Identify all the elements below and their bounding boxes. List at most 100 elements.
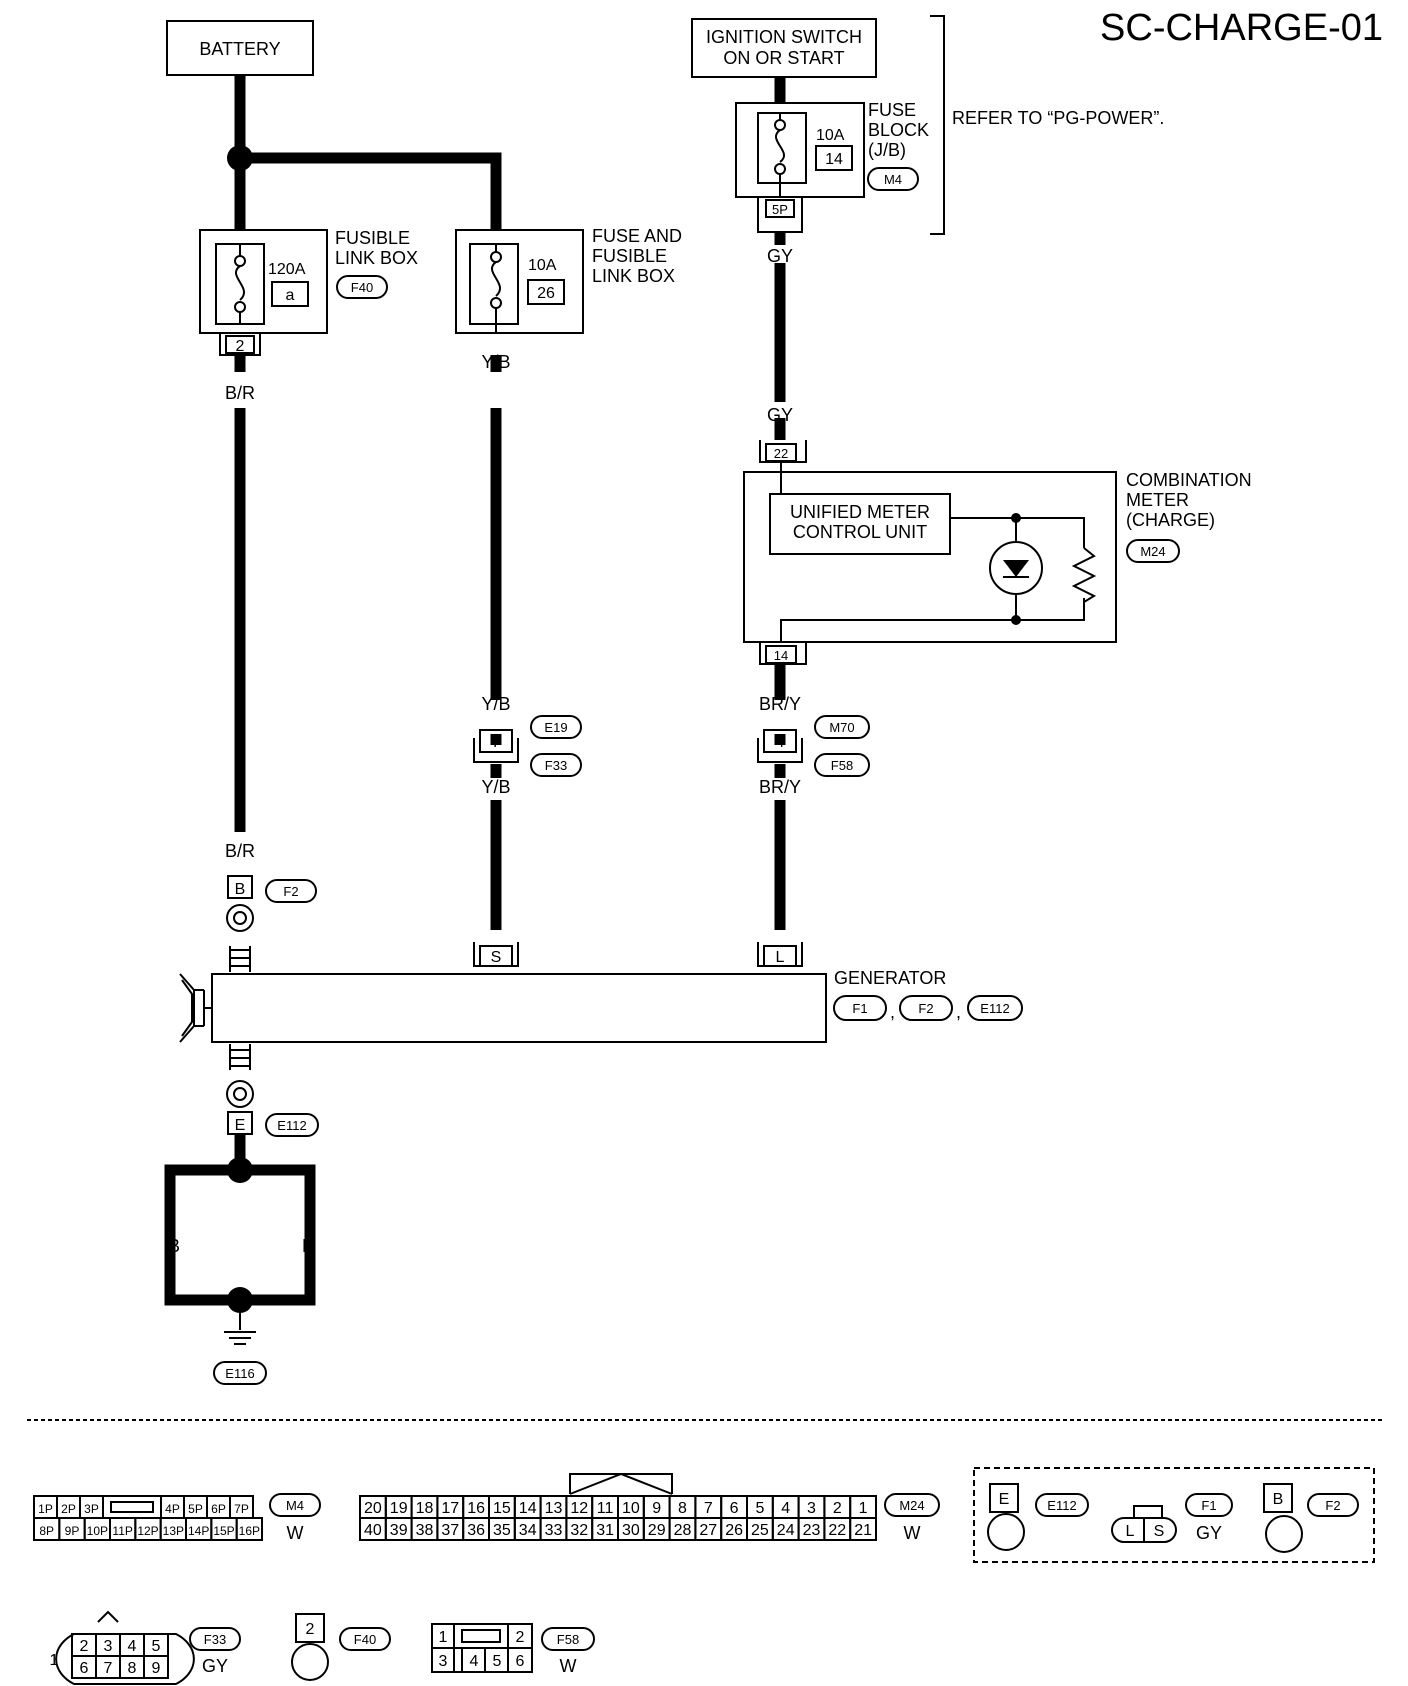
connector-pin: 25 [751, 1522, 769, 1539]
connector-pin: 40 [364, 1522, 382, 1539]
f2-pin: B [1273, 1491, 1284, 1508]
meter-label-2: METER [1126, 490, 1189, 510]
connector-pin: 9 [152, 1660, 161, 1677]
wire-color-yb-top: Y/B [481, 352, 510, 372]
fuse-block-label-2: BLOCK [868, 120, 929, 140]
connector-pin: 38 [416, 1522, 434, 1539]
refer-note: REFER TO “PG-POWER”. [952, 108, 1164, 128]
connector-pin: 29 [648, 1522, 666, 1539]
ground: B B E116 [168, 1134, 314, 1385]
f58-name: F58 [557, 1632, 579, 1647]
fuse-letter: a [286, 287, 295, 304]
connector-pin: 4 [128, 1638, 137, 1655]
connector-view-f40: 2 F40 [291, 1613, 391, 1681]
generator: B F2 S L E E112 GENERATOR F1 , F2 , E112 [179, 875, 1023, 1137]
connector-pin: 12P [137, 1524, 158, 1538]
generator-terminal-l: L [776, 949, 785, 966]
meter-label-1: COMBINATION [1126, 470, 1252, 490]
f58-pin-4: 4 [470, 1653, 479, 1670]
connector-pin: 7P [234, 1502, 249, 1516]
f33-color: GY [202, 1656, 228, 1676]
connector-pin: 19 [390, 1500, 408, 1517]
connector-pin: 39 [390, 1522, 408, 1539]
wire-color-gy-bottom: GY [767, 405, 793, 425]
fuse-block-terminal: 5P [772, 202, 788, 217]
joint-yb-conn-b: F33 [545, 758, 567, 773]
fuse-fusible-label-3: LINK BOX [592, 266, 675, 286]
m4-color: W [287, 1523, 304, 1543]
connector-pin: 4P [165, 1502, 180, 1516]
fuse-block-rating: 10A [816, 127, 845, 144]
meter-connector: M24 [1140, 544, 1165, 559]
connector-pin: 30 [622, 1522, 640, 1539]
generator-terminal-b-conn: F2 [283, 884, 298, 899]
connector-view-f2: B F2 [1263, 1483, 1359, 1553]
diagram-title: SC-CHARGE-01 [1100, 7, 1383, 49]
connector-pin: 8P [39, 1524, 54, 1538]
connector-pin: 16 [467, 1500, 485, 1517]
meter-terminal-top: 22 [774, 446, 788, 461]
fusible-terminal: 2 [236, 338, 245, 355]
connector-pin: 7 [104, 1660, 113, 1677]
connector-pin: 8 [678, 1500, 687, 1517]
f58-pin-1: 1 [439, 1629, 448, 1646]
fuse-block-label-1: FUSE [868, 100, 916, 120]
fuse-and-fusible-link-box: 10A 26 FUSE AND FUSIBLE LINK BOX [455, 226, 682, 334]
e112-pin: E [999, 1491, 1010, 1508]
connector-pin: 15 [493, 1500, 511, 1517]
meter-terminal-bottom: 14 [774, 648, 788, 663]
connector-pin: 7 [704, 1500, 713, 1517]
connector-pin: 24 [777, 1522, 795, 1539]
f40-pin: 2 [306, 1621, 315, 1638]
fuse-fusible-label-1: FUSE AND [592, 226, 682, 246]
connector-pin: 3P [84, 1502, 99, 1516]
fusible-label-2: LINK BOX [335, 248, 418, 268]
connector-pin: 9 [652, 1500, 661, 1517]
fuse-block-label-3: (J/B) [868, 140, 906, 160]
unified-meter-label-1: UNIFIED METER [790, 502, 930, 522]
connector-pin: 6P [211, 1502, 226, 1516]
connector-pin: 16P [239, 1524, 260, 1538]
connector-pin: 5 [755, 1500, 764, 1517]
joint-yb-terminal: 7 [492, 734, 501, 751]
connector-pin: 27 [699, 1522, 717, 1539]
fuse-block-connector: M4 [884, 172, 902, 187]
connector-pin: 1 [50, 1652, 59, 1669]
connector-pin: 6 [730, 1500, 739, 1517]
unified-meter-label-2: CONTROL UNIT [793, 522, 927, 542]
f1-pin-l: L [1126, 1523, 1135, 1540]
wire-color-yb-mid: Y/B [481, 694, 510, 714]
joint-bry-conn-b: F58 [831, 758, 853, 773]
fuse-rating-10a: 10A [528, 257, 557, 274]
connector-pin: 3 [807, 1500, 816, 1517]
connector-pin: 9P [65, 1524, 80, 1538]
fuse-block: 10A 14 5P FUSE BLOCK (J/B) M4 [735, 100, 929, 233]
f58-color: W [560, 1656, 577, 1676]
m24-name: M24 [899, 1498, 924, 1513]
connector-pin: 1P [38, 1502, 53, 1516]
f2-name: F2 [1325, 1498, 1340, 1513]
f1-pin-s: S [1154, 1523, 1165, 1540]
connector-pin: 2 [833, 1500, 842, 1517]
connector-view-f58: 1 2 3 4 5 6 F58 W [431, 1623, 595, 1676]
ignition-label-1: IGNITION SWITCH [706, 27, 862, 47]
e112-name: E112 [1047, 1498, 1076, 1513]
generator-terminal-e: E [235, 1117, 246, 1134]
connector-pin: 28 [674, 1522, 692, 1539]
connector-pin: 21 [854, 1522, 872, 1539]
connector-pin: 34 [519, 1522, 537, 1539]
generator-conn-3: E112 [980, 1001, 1009, 1016]
wires [164, 75, 786, 1306]
fuse-number-26: 26 [537, 285, 555, 302]
generator-conn-1: F1 [852, 1001, 867, 1016]
generator-terminal-s: S [491, 949, 502, 966]
meter-label-3: (CHARGE) [1126, 510, 1215, 530]
connector-pin: 1 [859, 1500, 868, 1517]
f58-pin-6: 6 [516, 1653, 525, 1670]
f40-name: F40 [354, 1632, 376, 1647]
connector-pin: 11P [112, 1524, 132, 1538]
ground-connector: E116 [225, 1366, 254, 1381]
